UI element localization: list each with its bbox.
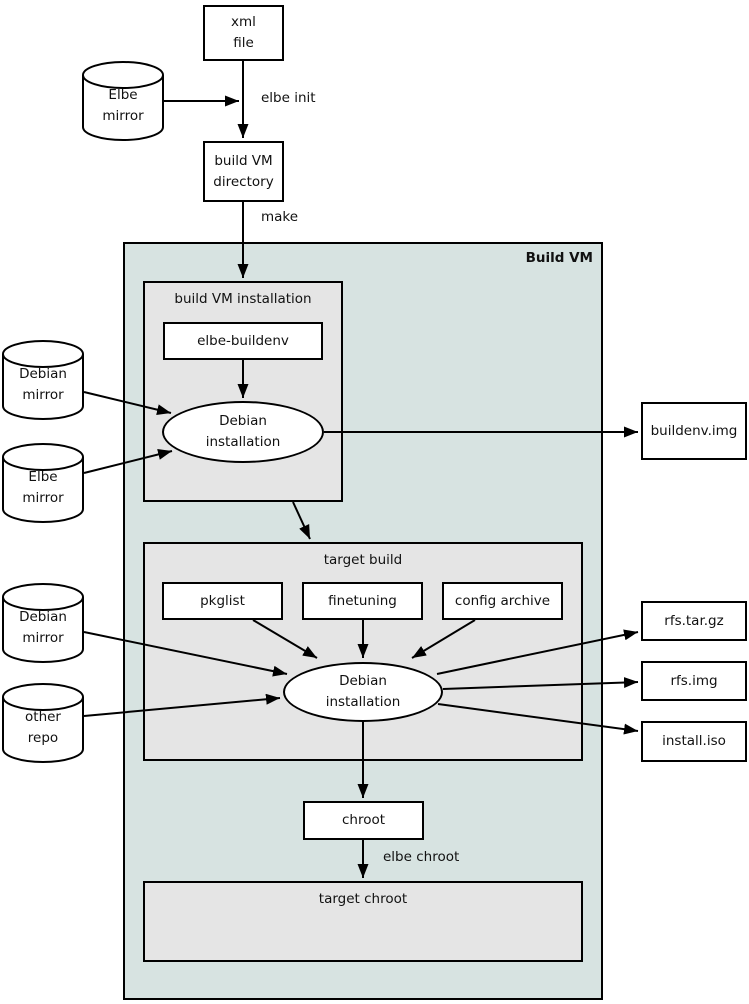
node-rfs-img: rfs.img <box>641 661 747 701</box>
node-pkglist: pkglist <box>162 582 283 620</box>
cylinder-icon <box>2 443 84 523</box>
node-install-iso: install.iso <box>641 721 747 762</box>
build-vm-installation-group: build VM installation <box>143 281 343 502</box>
cylinder-icon <box>82 61 164 141</box>
node-buildenv-img: buildenv.img <box>641 402 747 460</box>
node-build-vm-directory: build VM directory <box>203 141 284 202</box>
node-rfs-tar-gz: rfs.tar.gz <box>641 601 747 641</box>
target-chroot-group: target chroot <box>143 881 583 962</box>
node-chroot: chroot <box>303 801 424 840</box>
cylinder-icon <box>2 340 84 420</box>
cylinder-icon <box>2 583 84 663</box>
build-vm-installation-title: build VM installation <box>174 291 312 307</box>
edge-label-elbe-init: elbe init <box>261 90 316 106</box>
cylinder-debian-mirror-1: Debian mirror <box>2 340 84 420</box>
node-config-archive: config archive <box>442 582 563 620</box>
node-elbe-buildenv: elbe-buildenv <box>163 322 323 360</box>
edge-label-make: make <box>261 209 299 225</box>
cylinder-debian-mirror-2: Debian mirror <box>2 583 84 663</box>
cylinder-other-repo: other repo <box>2 683 84 763</box>
cylinder-icon <box>2 683 84 763</box>
target-chroot-title: target chroot <box>318 891 408 907</box>
build-vm-label: Build VM <box>525 250 593 266</box>
node-xml-file: xml file <box>203 5 284 61</box>
edge-label-elbe-chroot: elbe chroot <box>383 849 460 865</box>
node-debian-installation-2: Debian installation <box>283 662 443 722</box>
node-finetuning: finetuning <box>302 582 423 620</box>
node-debian-installation-1: Debian installation <box>162 401 324 463</box>
target-build-group: target build <box>143 542 583 761</box>
cylinder-elbe-mirror-top: Elbe mirror <box>82 61 164 141</box>
target-build-title: target build <box>323 552 403 568</box>
cylinder-elbe-mirror-2: Elbe mirror <box>2 443 84 523</box>
